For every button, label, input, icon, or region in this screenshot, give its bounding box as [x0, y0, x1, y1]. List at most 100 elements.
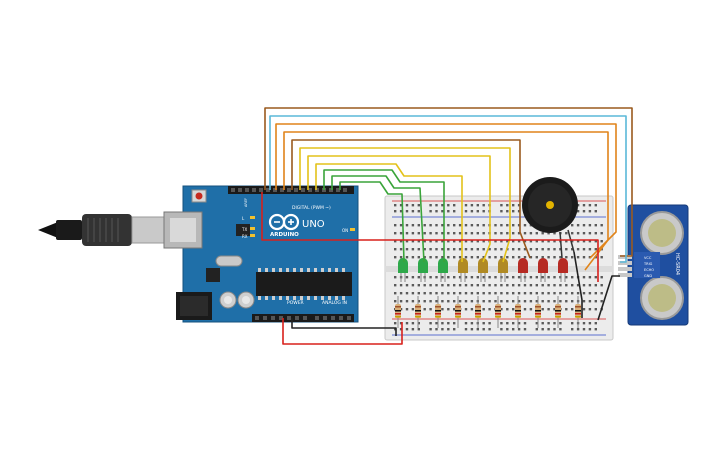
- breadboard-hole[interactable]: [394, 284, 397, 287]
- breadboard-hole[interactable]: [453, 248, 456, 251]
- breadboard-hole[interactable]: [547, 328, 550, 331]
- breadboard-hole[interactable]: [571, 256, 574, 259]
- breadboard-hole[interactable]: [600, 224, 603, 227]
- breadboard-hole[interactable]: [529, 292, 533, 295]
- breadboard-hole[interactable]: [506, 210, 509, 213]
- breadboard-hole[interactable]: [559, 256, 562, 259]
- breadboard-hole[interactable]: [494, 292, 497, 295]
- breadboard-hole[interactable]: [576, 204, 580, 207]
- breadboard-hole[interactable]: [506, 240, 509, 243]
- breadboard-hole[interactable]: [470, 308, 474, 311]
- breadboard-hole[interactable]: [464, 322, 468, 325]
- breadboard-hole[interactable]: [476, 210, 479, 213]
- breadboard-hole[interactable]: [529, 248, 533, 251]
- breadboard-hole[interactable]: [423, 224, 426, 227]
- breadboard-hole[interactable]: [517, 240, 521, 243]
- breadboard-hole[interactable]: [482, 292, 485, 295]
- breadboard-hole[interactable]: [582, 328, 586, 331]
- breadboard-hole[interactable]: [417, 210, 420, 213]
- breadboard-hole[interactable]: [399, 224, 403, 227]
- breadboard-hole[interactable]: [541, 240, 544, 243]
- breadboard-hole[interactable]: [441, 248, 444, 251]
- breadboard-hole[interactable]: [594, 308, 597, 311]
- breadboard-hole[interactable]: [517, 248, 521, 251]
- breadboard-hole[interactable]: [411, 248, 415, 251]
- breadboard-hole[interactable]: [571, 322, 574, 325]
- breadboard-hole[interactable]: [488, 276, 491, 279]
- breadboard-hole[interactable]: [500, 328, 503, 331]
- arduino-uno-board[interactable]: UNO ARDUINO DIGITAL (PWM ~) POWER ANALOG…: [163, 185, 359, 323]
- breadboard-hole[interactable]: [512, 224, 515, 227]
- breadboard-hole[interactable]: [464, 276, 468, 279]
- led-yellow[interactable]: [498, 258, 508, 282]
- breadboard-hole[interactable]: [394, 300, 397, 303]
- breadboard-hole[interactable]: [405, 276, 409, 279]
- breadboard-hole[interactable]: [517, 292, 521, 295]
- breadboard-hole[interactable]: [470, 210, 474, 213]
- breadboard-hole[interactable]: [429, 300, 432, 303]
- breadboard-hole[interactable]: [594, 210, 597, 213]
- breadboard-hole[interactable]: [500, 204, 503, 207]
- breadboard-hole[interactable]: [488, 284, 491, 287]
- breadboard-hole[interactable]: [547, 276, 550, 279]
- breadboard-hole[interactable]: [464, 300, 468, 303]
- breadboard-hole[interactable]: [447, 210, 450, 213]
- breadboard-hole[interactable]: [476, 276, 479, 279]
- usb-cable[interactable]: [38, 214, 165, 246]
- breadboard-hole[interactable]: [588, 292, 592, 295]
- breadboard-hole[interactable]: [441, 276, 444, 279]
- breadboard-hole[interactable]: [394, 224, 397, 227]
- breadboard-hole[interactable]: [435, 256, 438, 259]
- breadboard-hole[interactable]: [512, 232, 515, 235]
- breadboard-hole[interactable]: [453, 328, 456, 331]
- breadboard-hole[interactable]: [488, 308, 491, 311]
- resistor[interactable]: [415, 296, 421, 328]
- breadboard-hole[interactable]: [394, 322, 397, 325]
- breadboard-hole[interactable]: [399, 256, 403, 259]
- breadboard-hole[interactable]: [582, 300, 586, 303]
- breadboard-hole[interactable]: [571, 240, 574, 243]
- breadboard-hole[interactable]: [394, 292, 397, 295]
- breadboard-hole[interactable]: [447, 308, 450, 311]
- breadboard-hole[interactable]: [399, 248, 403, 251]
- breadboard-hole[interactable]: [523, 224, 527, 227]
- breadboard-hole[interactable]: [588, 232, 592, 235]
- breadboard-hole[interactable]: [523, 248, 527, 251]
- breadboard-hole[interactable]: [500, 284, 503, 287]
- breadboard-hole[interactable]: [547, 284, 550, 287]
- breadboard-hole[interactable]: [517, 276, 521, 279]
- breadboard-hole[interactable]: [512, 240, 515, 243]
- breadboard-hole[interactable]: [547, 300, 550, 303]
- breadboard-hole[interactable]: [453, 276, 456, 279]
- breadboard-hole[interactable]: [399, 292, 403, 295]
- breadboard-hole[interactable]: [571, 300, 574, 303]
- breadboard-hole[interactable]: [441, 232, 444, 235]
- breadboard-hole[interactable]: [429, 210, 432, 213]
- breadboard-hole[interactable]: [559, 328, 562, 331]
- resistor[interactable]: [515, 296, 521, 328]
- breadboard-hole[interactable]: [482, 276, 485, 279]
- breadboard-hole[interactable]: [394, 232, 397, 235]
- breadboard-hole[interactable]: [600, 256, 603, 259]
- breadboard-hole[interactable]: [588, 284, 592, 287]
- breadboard-hole[interactable]: [429, 284, 432, 287]
- breadboard-hole[interactable]: [571, 276, 574, 279]
- breadboard-hole[interactable]: [582, 232, 586, 235]
- breadboard-hole[interactable]: [553, 292, 556, 295]
- breadboard-hole[interactable]: [464, 224, 468, 227]
- breadboard-hole[interactable]: [588, 300, 592, 303]
- breadboard-hole[interactable]: [571, 328, 574, 331]
- breadboard-hole[interactable]: [399, 232, 403, 235]
- breadboard-hole[interactable]: [394, 210, 397, 213]
- breadboard-hole[interactable]: [417, 224, 420, 227]
- breadboard-hole[interactable]: [441, 204, 444, 207]
- breadboard-hole[interactable]: [594, 300, 597, 303]
- breadboard-hole[interactable]: [582, 256, 586, 259]
- breadboard-hole[interactable]: [441, 300, 444, 303]
- breadboard-hole[interactable]: [488, 300, 491, 303]
- breadboard-hole[interactable]: [417, 284, 420, 287]
- breadboard-hole[interactable]: [405, 256, 409, 259]
- breadboard-hole[interactable]: [482, 328, 485, 331]
- led-green[interactable]: [418, 258, 428, 282]
- breadboard-hole[interactable]: [482, 322, 485, 325]
